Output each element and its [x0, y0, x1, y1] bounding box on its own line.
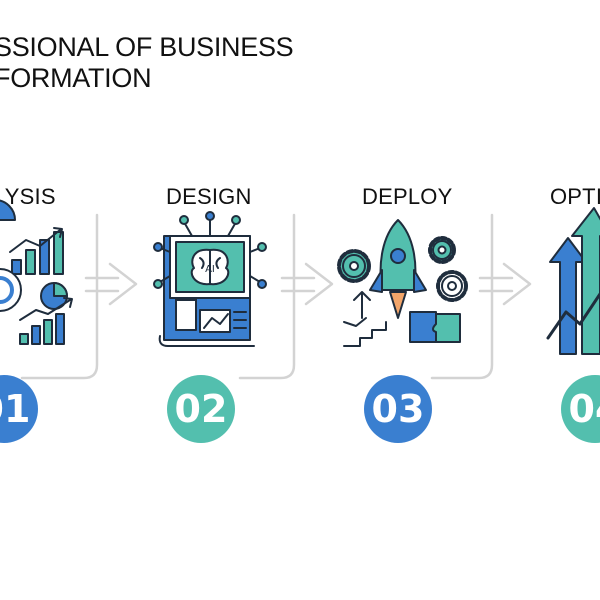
connectors: [20, 213, 532, 380]
gear-icon-right: [436, 270, 468, 302]
ai-brain-blueprint-icon: AI: [153, 211, 267, 347]
page-title-line-2: FORMATION: [0, 63, 152, 93]
brain-circuit-nodes: [153, 211, 267, 289]
connector-3-arrow: [478, 262, 532, 306]
connector-3: [430, 213, 494, 380]
step-2-badge: 02: [167, 375, 235, 443]
connector-1: [20, 213, 99, 380]
gear-icon-left: [337, 249, 371, 283]
connector-2-arrow: [280, 262, 334, 306]
step-3-badge: 03: [364, 375, 432, 443]
analytics-charts-icon: [0, 199, 73, 345]
page-title: SSIONAL OF BUSINESS FORMATION: [0, 32, 294, 94]
page-title-line-1: SSIONAL OF BUSINESS: [0, 32, 294, 62]
step-3-label: DEPLOY: [362, 184, 453, 209]
connector-1-arrow: [84, 262, 138, 306]
ai-glyph: AI: [205, 264, 215, 275]
gear-icon-top-right: [428, 236, 456, 264]
connector-2: [238, 213, 296, 380]
step-4-label: OPTI: [550, 184, 600, 209]
growth-arrows-icon: [546, 207, 600, 355]
rocket-gears-puzzle-icon: [337, 219, 468, 347]
step-2-label: DESIGN: [166, 184, 252, 209]
